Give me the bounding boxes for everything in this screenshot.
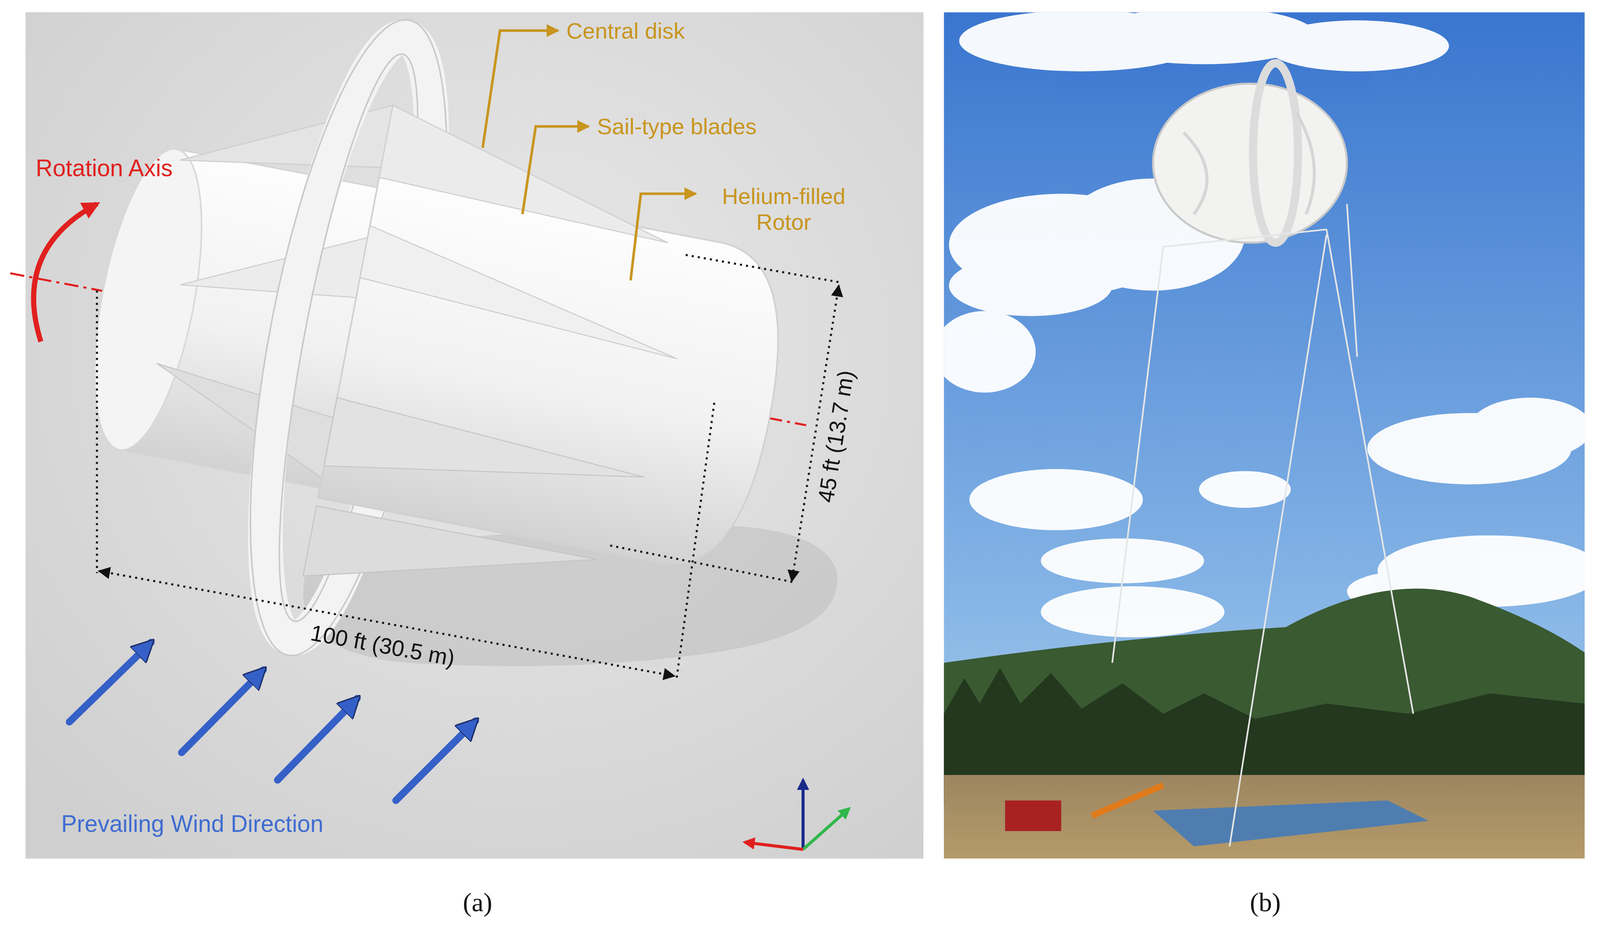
svg-line [802, 808, 849, 850]
svg-polygon [179, 204, 368, 318]
rotor-illustration [42, 0, 831, 736]
svg-ellipse [943, 310, 1036, 393]
svg-rect [943, 775, 1585, 859]
leader-line [522, 126, 589, 215]
svg-line [1091, 785, 1164, 817]
svg-polygon [1153, 800, 1429, 847]
svg-line [1112, 246, 1164, 663]
axis-label: Rotation Axis [35, 154, 173, 182]
leader-line [482, 30, 559, 148]
svg-line [277, 698, 358, 781]
svg-ellipse [1469, 397, 1585, 459]
svg-line [96, 290, 99, 574]
svg-rect [1005, 800, 1062, 832]
svg-path [317, 177, 800, 579]
svg-ellipse [1265, 20, 1450, 72]
panel-letter: (a) [462, 887, 493, 918]
callout-label: Central disk [566, 17, 685, 44]
svg-line [1326, 229, 1414, 714]
svg-line [676, 402, 715, 680]
wind-label: Prevailing Wind Direction [61, 810, 324, 838]
svg-ellipse [1252, 63, 1298, 243]
svg-polygon [302, 506, 598, 630]
callout-label: Sail-type blades [596, 113, 757, 140]
callout-label: Helium-filled Rotor [701, 183, 866, 235]
wind-arrows [69, 642, 476, 801]
svg-line [396, 721, 476, 801]
svg-polygon [141, 363, 338, 478]
svg-line [610, 545, 794, 583]
svg-ellipse [1198, 471, 1291, 508]
svg-ellipse [969, 469, 1143, 531]
dimension-lines [96, 255, 841, 680]
svg-line [98, 571, 675, 677]
svg-ellipse [948, 255, 1113, 317]
svg-line [685, 255, 841, 283]
svg-line [1163, 229, 1327, 247]
svg-g [943, 12, 1585, 638]
svg-line [801, 780, 805, 850]
photo-panel [933, 7, 1600, 859]
leader-line [630, 193, 696, 281]
svg-ellipse [1040, 586, 1225, 638]
svg-g [1112, 204, 1413, 847]
svg-line [744, 842, 803, 850]
svg-polygon [324, 397, 648, 525]
svg-ellipse [74, 140, 222, 459]
panel-letter: (b) [1249, 887, 1281, 918]
axis-triad [744, 780, 849, 850]
svg-path [1183, 112, 1315, 215]
svg-line [181, 669, 264, 753]
rotation-arrow [33, 204, 97, 342]
panel-background [25, 12, 924, 859]
svg-polygon [356, 225, 691, 360]
svg-line [1229, 234, 1327, 847]
svg-line [69, 642, 151, 722]
svg-line [1346, 204, 1358, 357]
svg-g [943, 12, 1585, 859]
